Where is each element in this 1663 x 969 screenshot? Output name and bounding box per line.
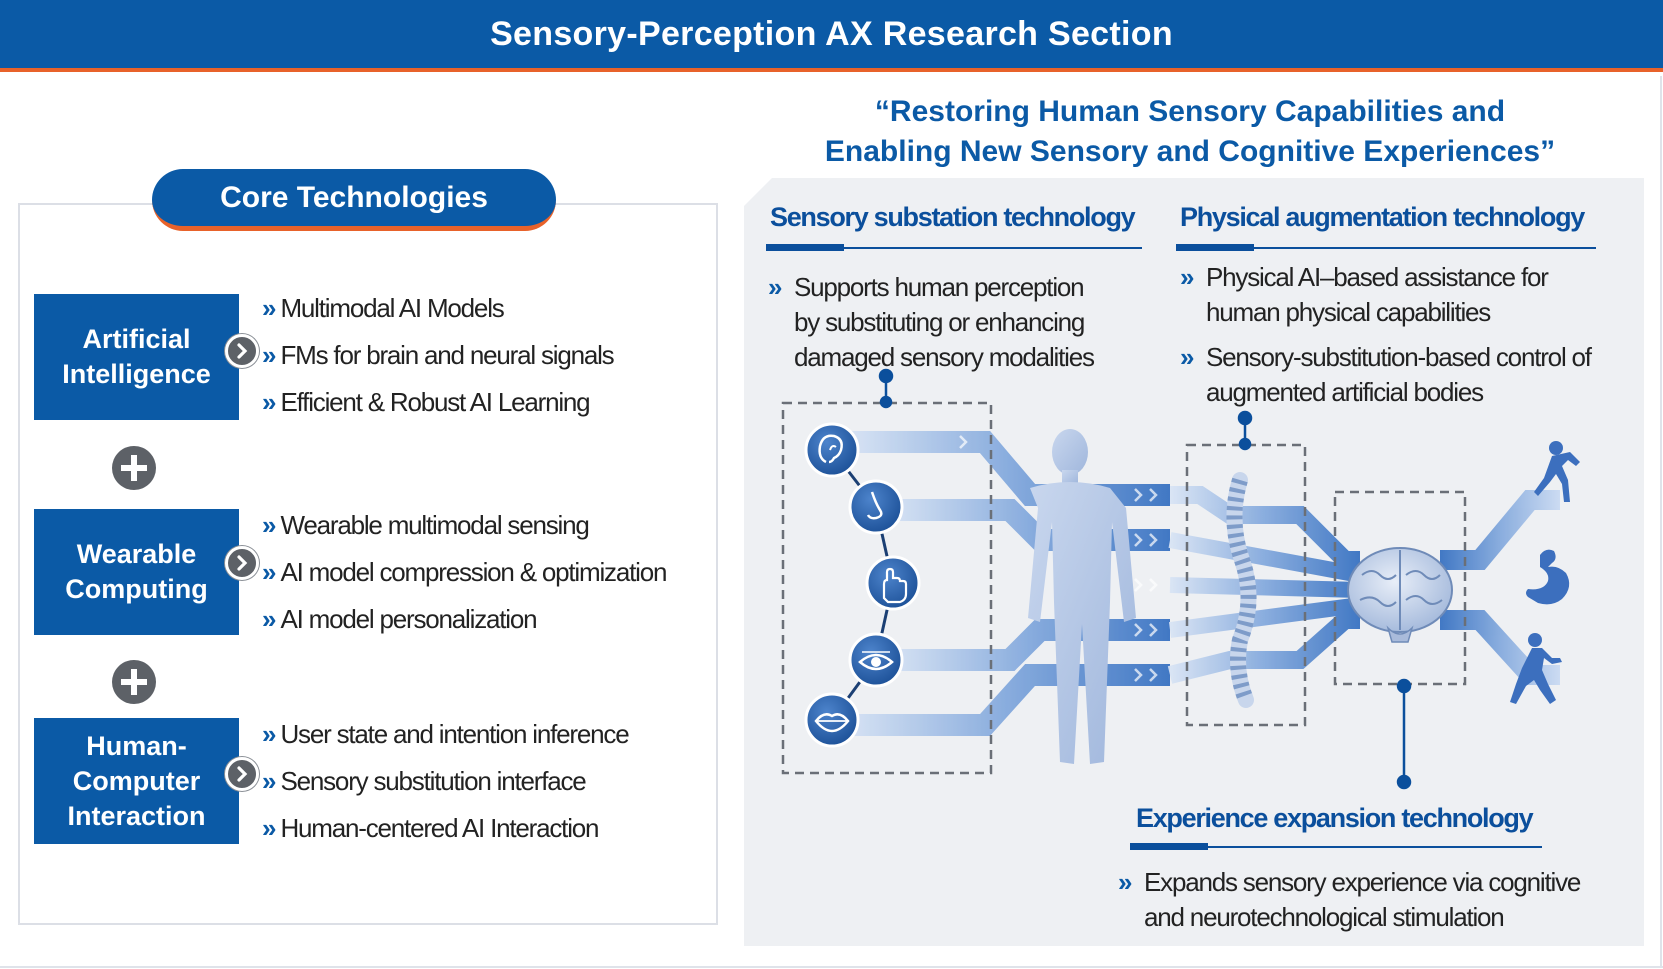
category-label: Human- Computer Interaction [67,730,206,831]
section-title-sensory-substation: Sensory substation technology [770,202,1136,232]
category-artificial-intelligence: Artificial Intelligence [34,294,239,420]
section-title-physical-augmentation: Physical augmentation technology [1180,202,1585,232]
list-item: »FMs for brain and neural signals [262,340,615,370]
frame-border-bottom [0,966,1663,968]
ear-icon [804,422,860,478]
bullet-icon: » [262,387,277,417]
bullet-icon: » [1180,342,1194,372]
spine-flow-bands [1167,486,1362,684]
section-title-experience-expansion: Experience expansion technology [1136,803,1534,833]
bullet-icon: » [262,510,277,540]
list-item: »User state and intention inference [262,719,630,749]
headline-quote: “Restoring Human Sensory Capabilities an… [760,92,1620,172]
page-title: Sensory-Perception AX Research Section [490,14,1173,53]
ai-items-list: »Multimodal AI Models »FMs for brain and… [262,285,615,426]
sensory-substation-description: »Supports human perception by substituti… [768,272,1095,372]
runner-man-icon [1510,633,1562,704]
eye-icon [848,632,904,688]
frame-border-right [1660,76,1662,966]
flow-chevrons [959,435,1158,682]
list-item: »AI model compression & optimization [262,557,667,587]
chevron-right-icon [225,757,259,791]
brain-figure [1347,547,1453,643]
flexed-arm-icon [1526,549,1570,605]
category-human-computer-interaction: Human- Computer Interaction [34,718,239,844]
human-body-figure [1028,429,1136,764]
hci-items-list: »User state and intention inference »Sen… [262,711,630,852]
chevron-right-icon [225,546,259,580]
bullet-icon: » [262,557,277,587]
bullet-icon: » [262,766,277,796]
core-technologies-badge: Core Technologies [152,169,556,231]
category-wearable-computing: Wearable Computing [34,509,239,635]
bullet-icon: » [1118,867,1132,897]
bullet-icon: » [262,604,277,634]
category-label: Wearable Computing [65,539,208,604]
header-bar: Sensory-Perception AX Research Section [0,0,1663,72]
bullet-icon: » [262,340,277,370]
lips-icon [804,692,860,748]
bullet-icon: » [262,293,277,323]
spine-group-box [1185,443,1307,727]
quote-line-2: Enabling New Sensory and Cognitive Exper… [824,135,1556,168]
list-item: »Wearable multimodal sensing [262,510,590,540]
plus-icon [112,660,156,704]
core-technologies-title: Core Technologies [220,180,488,214]
hand-touch-icon [865,555,921,611]
section-underline [1130,843,1542,850]
list-item: »Multimodal AI Models [262,293,505,323]
nose-icon [848,479,904,535]
list-item: »Efficient & Robust AI Learning [262,387,591,417]
bullet-icon: » [1180,262,1194,292]
spine-figure [1226,472,1257,708]
section-underline [1176,244,1596,251]
list-item: »AI model personalization [262,604,538,634]
bullet-icon: » [262,813,277,843]
category-label: Artificial Intelligence [62,324,211,389]
list-item: »Human-centered AI Interaction [262,813,600,843]
bullet-icon: » [768,272,782,302]
wearable-items-list: »Wearable multimodal sensing »AI model c… [262,502,667,643]
physical-augmentation-description: »Physical AI–based assistance for human … [1180,262,1592,407]
list-item: »Sensory substitution interface [262,766,587,796]
section-underline [766,244,1142,251]
bullet-icon: » [262,719,277,749]
runner-woman-icon [1534,441,1580,502]
experience-expansion-description: »Expands sensory experience via cognitiv… [1118,867,1581,932]
plus-icon [112,446,156,490]
quote-line-1: “Restoring Human Sensory Capabilities an… [874,95,1506,128]
brain-group-box [1333,490,1467,686]
sensor-group-box [781,401,993,775]
chevron-right-icon [225,334,259,368]
connector-pins [878,368,1412,790]
